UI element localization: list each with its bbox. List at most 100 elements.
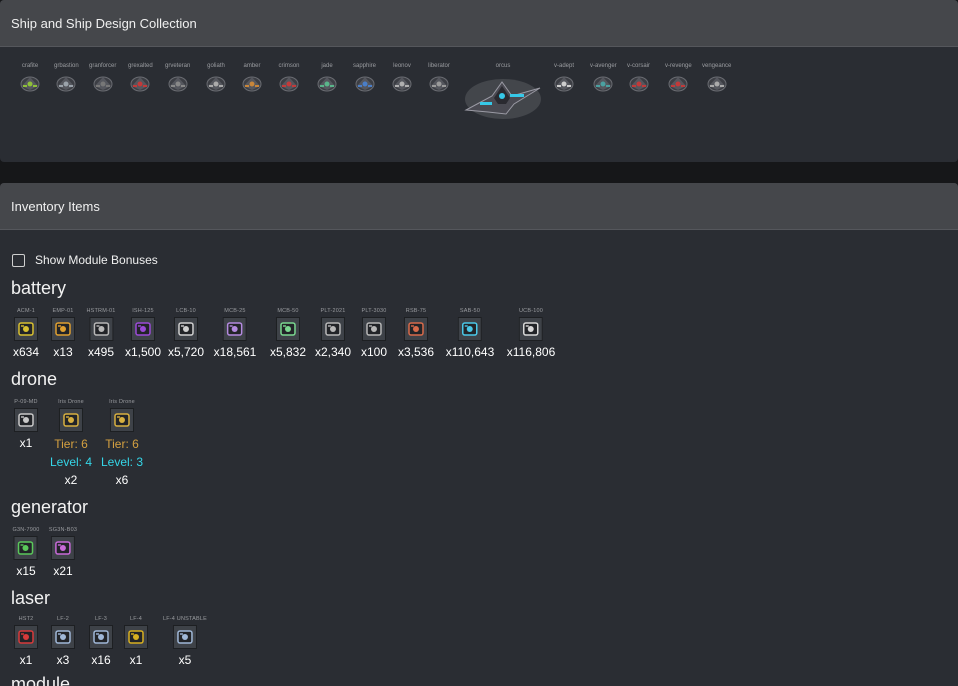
ship-label: crafite [21,63,39,69]
item-label: HSTRM-01 [86,308,116,314]
inventory-header[interactable]: Inventory Items [0,183,958,230]
item-label: LF-4 [129,616,143,622]
ship-label: orcus [495,63,511,69]
battery-item[interactable]: PLT-2021 x2,340 [315,307,351,359]
item-icon [14,625,38,649]
item-count: x110,643 [445,345,495,359]
ship-orcus[interactable]: orcus [462,62,544,127]
item-count: x13 [53,345,73,359]
item-label: PLT-3030 [361,308,387,314]
item-count: x2 [64,473,78,487]
ship-v-avenger[interactable]: v-avenger [590,62,617,99]
ship-label: sapphire [353,63,377,69]
item-count: x2,340 [314,345,352,359]
ship-label: granforcer [89,63,117,69]
item-count: x5 [178,653,192,667]
ship-grbastion[interactable]: grbastion [54,62,79,99]
ship-icon [19,72,41,99]
ship-v-adept[interactable]: v-adept [553,62,575,99]
item-label: LF-4 UNSTABLE [162,616,208,622]
item-tier: Tier: 6 [105,437,139,451]
ship-collection-title: Ship and Ship Design Collection [11,15,197,31]
ship-goliath[interactable]: goliath [205,62,227,99]
item-icon [51,625,75,649]
ship-label: grveteran [165,63,191,69]
category-drone-heading: drone [11,369,58,389]
ship-icon [462,72,544,127]
category-battery-heading: battery [11,278,67,298]
ship-label: v-adept [553,63,574,69]
battery-item[interactable]: MCB-25 x18,561 [214,307,257,359]
item-count: x1,500 [124,345,162,359]
battery-item[interactable]: PLT-3030 x100 [361,307,387,359]
ship-grveteran[interactable]: grveteran [165,62,190,99]
item-count: x100 [360,345,388,359]
ship-vengeance[interactable]: vengeance [702,62,731,99]
item-icon [14,408,38,432]
ship-sapphire[interactable]: sapphire [353,62,376,99]
item-count: x634 [12,345,40,359]
item-icon [172,625,197,649]
item-icon [59,408,83,432]
item-label: P-09-MD [14,399,38,405]
item-icon [404,317,428,341]
show-module-bonuses-checkbox[interactable] [12,253,25,267]
ship-jade[interactable]: jade [316,62,338,99]
ship-amber[interactable]: amber [241,62,263,99]
ship-v-corsair[interactable]: v-corsair [627,62,650,99]
ship-crimson[interactable]: crimson [278,62,300,99]
item-label: UCB-100 [518,308,544,314]
ship-crafite[interactable]: crafite [19,62,41,99]
ship-icon [167,72,189,99]
inventory-panel: Inventory Items Show Module Bonuses batt… [0,183,958,686]
category-laser-heading: laser [11,588,51,608]
item-count: x18,561 [213,345,257,359]
item-label: G3N-7900 [12,527,40,533]
ship-icon [354,72,376,99]
ship-granforcer[interactable]: granforcer [89,62,116,99]
item-level: Level: 3 [100,455,144,469]
item-label: RSB-75 [405,308,427,314]
show-module-bonuses-toggle[interactable]: Show Module Bonuses [12,253,158,267]
ship-label: v-corsair [627,63,651,69]
item-label: Iris Drone [109,399,135,405]
item-count: x6 [115,473,129,487]
item-label: PLT-2021 [320,308,346,314]
laser-item[interactable]: LF-4 UNSTABLE x5 [163,615,207,667]
category-module-heading: module [11,674,71,686]
ship-collection-header[interactable]: Ship and Ship Design Collection [0,0,958,47]
ship-icon [592,72,614,99]
ship-icon [55,72,77,99]
ship-label: crimson [278,63,300,69]
item-icon [458,317,482,341]
item-icon [362,317,386,341]
ship-grexalted[interactable]: grexalted [128,62,153,99]
ship-v-revenge[interactable]: v-revenge [665,62,692,99]
show-module-bonuses-label: Show Module Bonuses [35,253,158,267]
item-icon [51,317,75,341]
item-icon [124,625,148,649]
ship-liberator[interactable]: liberator [428,62,450,99]
item-label: MCB-25 [224,308,246,314]
item-icon [89,625,113,649]
item-icon [110,408,134,432]
ship-leonov[interactable]: leonov [391,62,413,99]
